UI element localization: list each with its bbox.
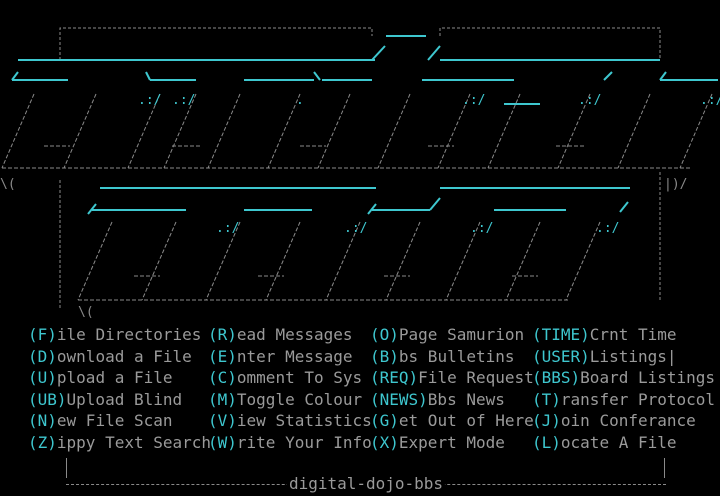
hotkey: (UB) xyxy=(28,389,67,409)
menu-label: bs Bulletins xyxy=(398,346,515,366)
frame-divider-left xyxy=(66,458,68,478)
hotkey: (REQ) xyxy=(370,368,419,387)
hotkey: (C) xyxy=(208,368,237,387)
svg-text:.: . xyxy=(296,93,304,108)
svg-text:.:/: .:/ xyxy=(596,221,619,236)
menu-item-page-sysop[interactable]: (O)Page Samurion xyxy=(370,324,532,346)
menu-column-1: (F)ile Directories (D)ownload a File (U)… xyxy=(28,324,212,454)
hotkey: (B) xyxy=(370,346,399,366)
menu-item-bbs-news[interactable]: (NEWS)Bbs News xyxy=(370,389,532,411)
hotkey: (Z) xyxy=(28,432,57,452)
menu-item-download-file[interactable]: (D)ownload a File xyxy=(28,346,208,368)
menu-label: Toggle Colour xyxy=(236,389,363,409)
menu-column-3: (O)Page Samurion (B)bs Bulletins (REQ)Fi… xyxy=(370,324,534,454)
hotkey: (N) xyxy=(28,411,57,430)
menu-label: ocate A File xyxy=(560,432,677,452)
hotkey: (TIME) xyxy=(532,325,590,344)
hotkey: (M) xyxy=(208,389,237,409)
main-menu: (F)ile Directories (D)ownload a File (U)… xyxy=(28,324,716,454)
hotkey: (NEWS) xyxy=(370,389,428,409)
menu-label: iew Statistics xyxy=(236,411,372,430)
menu-item-read-messages[interactable]: (R)ead Messages xyxy=(208,324,370,346)
menu-label: File Request xyxy=(418,368,534,387)
menu-label: ead Messages xyxy=(236,325,353,344)
hotkey: (J) xyxy=(532,411,561,430)
menu-label: ownload a File xyxy=(56,346,192,366)
svg-text:|)/: |)/ xyxy=(664,177,687,192)
svg-text:.:/: .:/ xyxy=(700,93,720,108)
footer-frame: digital-dojo-bbs xyxy=(66,458,666,493)
hotkey: (F) xyxy=(28,325,57,344)
menu-label: pload a File xyxy=(56,368,173,387)
hotkey: (W) xyxy=(208,432,237,452)
bbs-name-label: digital-dojo-bbs xyxy=(286,474,446,493)
menu-item-upload-file[interactable]: (U)pload a File xyxy=(28,367,208,389)
hotkey: (R) xyxy=(208,325,237,344)
ascii-logo: .:/ .:/ . .:/ .:/ .:/ .:/ .:/ .:/ .:/ \(… xyxy=(0,27,720,320)
menu-column-4: (TIME)Crnt Time (USER)Listings| (BBS)Boa… xyxy=(532,324,716,454)
menu-item-upload-blind[interactable]: (UB)Upload Blind xyxy=(28,389,208,411)
hotkey: (G) xyxy=(370,411,399,430)
svg-text:.:/: .:/ xyxy=(216,221,239,236)
hotkey: (USER) xyxy=(532,346,590,366)
menu-label: Page Samurion xyxy=(398,325,525,344)
hotkey: (X) xyxy=(370,432,399,452)
menu-item-file-directories[interactable]: (F)ile Directories xyxy=(28,324,208,346)
menu-item-view-statistics[interactable]: (V)iew Statistics xyxy=(208,410,372,432)
menu-item-file-request[interactable]: (REQ)File Request xyxy=(370,367,534,389)
menu-item-write-your-info[interactable]: (W)rite Your Info xyxy=(208,432,372,454)
menu-item-join-conference[interactable]: (J)oin Conferance xyxy=(532,410,712,432)
menu-item-expert-mode[interactable]: (X)Expert Mode xyxy=(370,432,532,454)
svg-text:.:/: .:/ xyxy=(344,221,367,236)
menu-item-board-listings[interactable]: (BBS)Board Listings xyxy=(532,367,716,389)
menu-label: rite Your Info xyxy=(236,432,372,452)
menu-item-locate-file[interactable]: (L)ocate A File xyxy=(532,432,712,454)
menu-label: Crnt Time xyxy=(589,325,677,344)
menu-item-zippy-text-search[interactable]: (Z)ippy Text Search xyxy=(28,432,212,454)
svg-text:\(: \( xyxy=(78,305,94,320)
svg-text:.:/: .:/ xyxy=(138,93,161,108)
svg-text:.:/: .:/ xyxy=(172,93,195,108)
menu-column-2: (R)ead Messages (E)nter Message (C)ommen… xyxy=(208,324,372,454)
hotkey: (T) xyxy=(532,389,561,409)
hotkey: (U) xyxy=(28,368,57,387)
menu-item-enter-message[interactable]: (E)nter Message xyxy=(208,346,370,368)
menu-item-user-listings[interactable]: (USER)Listings| xyxy=(532,346,712,368)
menu-label: Expert Mode xyxy=(398,432,505,452)
menu-label: Bbs News xyxy=(427,389,505,409)
svg-text:.:/: .:/ xyxy=(578,93,601,108)
menu-label: Board Listings xyxy=(580,368,716,387)
menu-label: Upload Blind xyxy=(66,389,183,409)
svg-text:.:/: .:/ xyxy=(470,221,493,236)
hotkey: (V) xyxy=(208,411,237,430)
menu-label: omment To Sys xyxy=(236,368,363,387)
menu-label: et Out of Here xyxy=(398,411,534,430)
menu-item-current-time[interactable]: (TIME)Crnt Time xyxy=(532,324,712,346)
frame-divider-right xyxy=(664,458,666,478)
menu-item-get-out[interactable]: (G)et Out of Here xyxy=(370,410,534,432)
menu-label: nter Message xyxy=(236,346,353,366)
hotkey: (D) xyxy=(28,346,57,366)
menu-label: Listings| xyxy=(589,346,677,366)
menu-label: ile Directories xyxy=(56,325,202,344)
menu-item-new-file-scan[interactable]: (N)ew File Scan xyxy=(28,410,208,432)
hotkey: (BBS) xyxy=(532,368,581,387)
hotkey: (O) xyxy=(370,325,399,344)
menu-item-toggle-colour[interactable]: (M)Toggle Colour xyxy=(208,389,370,411)
menu-item-transfer-protocol[interactable]: (T)ransfer Protocol xyxy=(532,389,716,411)
hotkey: (L) xyxy=(532,432,561,452)
menu-label: ew File Scan xyxy=(56,411,173,430)
menu-item-bbs-bulletins[interactable]: (B)bs Bulletins xyxy=(370,346,532,368)
menu-label: ippy Text Search xyxy=(56,432,212,452)
menu-item-comment-to-sys[interactable]: (C)omment To Sys xyxy=(208,367,370,389)
menu-label: ransfer Protocol xyxy=(560,389,716,409)
svg-text:\(: \( xyxy=(0,177,16,192)
svg-text:.:/: .:/ xyxy=(462,93,485,108)
hotkey: (E) xyxy=(208,346,237,366)
menu-label: oin Conferance xyxy=(560,411,696,430)
